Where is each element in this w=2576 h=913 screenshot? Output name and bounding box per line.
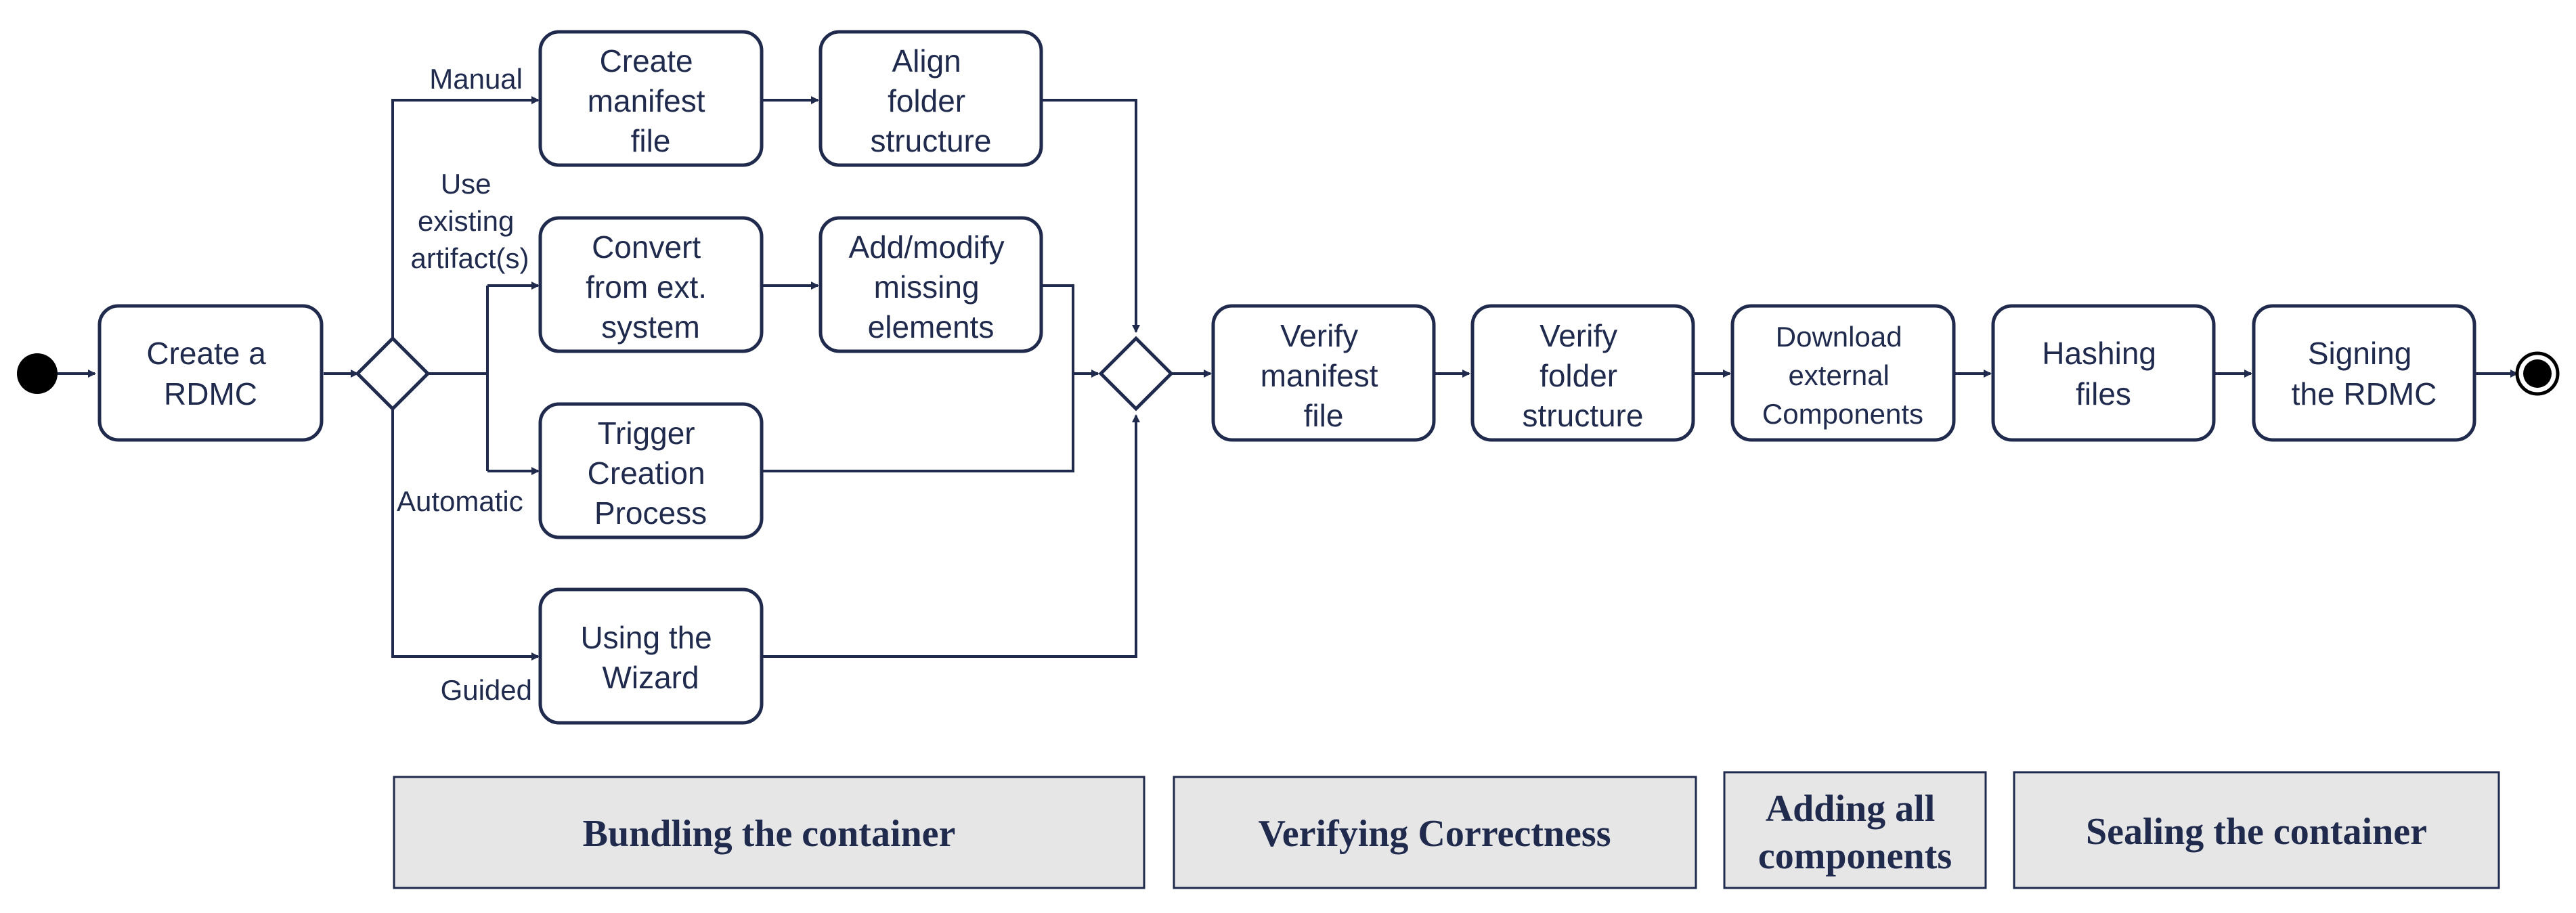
label-line: artifact(s) [410, 242, 529, 274]
svg-text:Verify manifest fi: Verify manifest file [1261, 318, 1387, 433]
node-align-folder: Align folder structure [818, 30, 1043, 167]
node-line: file [1304, 398, 1344, 433]
node-line: system [601, 309, 700, 344]
svg-text:Adding all components: Adding all components [1758, 788, 1952, 877]
decision-split [355, 336, 431, 411]
svg-text:Signing the RDMC: Signing the RDMC [2292, 336, 2437, 411]
node-line: Download [1776, 321, 1902, 353]
node-line: Using the [580, 620, 712, 655]
node-line: Signing [2308, 336, 2411, 371]
end-node [2515, 351, 2560, 396]
node-signing-rdmc: Signing the RDMC [2252, 304, 2476, 442]
node-trigger-creation: Trigger Creation Process [538, 402, 764, 539]
node-line: Add/modify [849, 229, 1005, 265]
phase-line: Sealing the container [2086, 811, 2427, 853]
node-line: files [2076, 376, 2131, 411]
node-verify-folder: Verify folder structure [1470, 304, 1695, 442]
phase-sealing: Sealing the container [2013, 771, 2500, 889]
node-line: missing [874, 269, 980, 305]
node-line: Convert [592, 229, 701, 265]
label-line: existing [418, 205, 514, 237]
node-create-manifest: Create manifest file [538, 30, 764, 167]
node-line: Hashing [2042, 336, 2156, 371]
label-guided: Guided [441, 674, 532, 706]
node-line: folder [888, 83, 965, 118]
svg-text:Hashing files: Hashing files [2042, 336, 2165, 411]
svg-text:Download external: Download external Components [1762, 321, 1923, 430]
node-line: Trigger [598, 416, 695, 451]
svg-text:Convert from ext.: Convert from ext. system [586, 229, 716, 344]
svg-text:Verifying Correctness: Verifying Correctness [1258, 813, 1611, 855]
node-line: RDMC [164, 376, 257, 411]
label-manual: Manual [429, 63, 523, 95]
svg-text:Align folder struc: Align folder structure [871, 43, 992, 158]
node-create-rdmc: Create a RDMC [97, 304, 324, 442]
svg-text:Create a RDMC: Create a RDMC [146, 336, 274, 411]
svg-text:Trigger Creation P: Trigger Creation Process [588, 416, 714, 531]
node-line: Process [594, 495, 707, 531]
start-node [17, 353, 58, 394]
node-line: structure [1523, 398, 1644, 433]
node-line: Components [1762, 398, 1923, 430]
node-line: Verify [1280, 318, 1358, 353]
phase-line: Verifying Correctness [1258, 813, 1611, 855]
node-line: manifest [588, 83, 705, 118]
phase-line: Bundling the container [583, 813, 956, 855]
connectors [51, 96, 2518, 661]
node-add-modify: Add/modify missing elements [818, 216, 1043, 353]
node-line: elements [868, 309, 995, 344]
phase-line: components [1758, 835, 1952, 877]
node-line: Create [600, 43, 693, 79]
node-line: Align [892, 43, 961, 79]
svg-text:Bundling the container: Bundling the container [583, 813, 956, 855]
node-line: the RDMC [2292, 376, 2437, 411]
node-line: file [631, 123, 671, 158]
node-line: Create a [146, 336, 266, 371]
label-use-existing: Use existing artifact(s) [410, 168, 529, 274]
node-line: manifest [1261, 358, 1378, 393]
node-using-wizard: Using the Wizard [538, 587, 764, 725]
label-line: Use [441, 168, 492, 200]
node-line: Verify [1540, 318, 1617, 353]
phase-adding: Adding all components [1723, 771, 1987, 889]
node-line: Creation [588, 455, 705, 491]
node-line: Wizard [602, 660, 699, 695]
node-line: folder [1540, 358, 1617, 393]
svg-text:Using the Wizard: Using the Wizard [580, 620, 720, 695]
node-hashing-files: Hashing files [1991, 304, 2216, 442]
node-line: external [1788, 359, 1889, 391]
node-line: structure [871, 123, 992, 158]
phase-bundling: Bundling the container [393, 776, 1145, 889]
node-download-external: Download external Components [1730, 304, 1956, 442]
node-convert-ext: Convert from ext. system [538, 216, 764, 353]
svg-text:Add/modify missing: Add/modify missing elements [849, 229, 1013, 344]
phase-verifying: Verifying Correctness [1173, 776, 1697, 889]
node-line: from ext. [586, 269, 707, 305]
node-verify-manifest: Verify manifest file [1211, 304, 1436, 442]
svg-text:Sealing the container: Sealing the container [2086, 811, 2427, 853]
label-automatic: Automatic [397, 485, 523, 517]
decision-merge [1098, 336, 1174, 411]
svg-text:Create manifest fi: Create manifest file [588, 43, 714, 158]
svg-text:Verify folder stru: Verify folder structure [1523, 318, 1644, 433]
phase-line: Adding all [1766, 788, 1936, 830]
